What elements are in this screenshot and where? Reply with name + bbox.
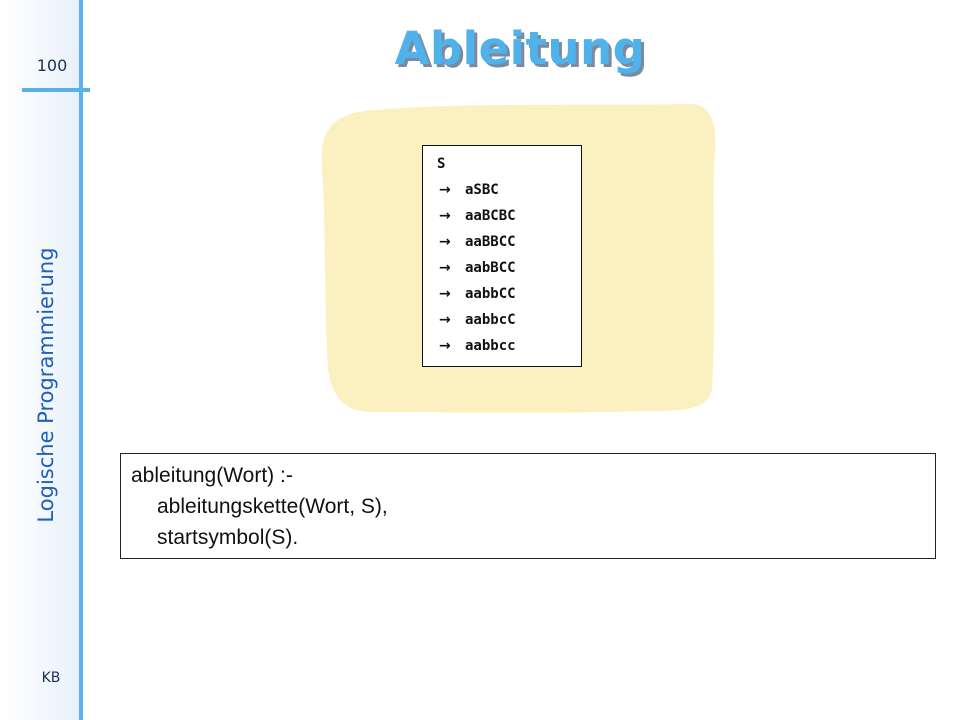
right-arrow-icon: → [439,338,451,354]
sidebar-horizontal-rule [22,88,90,92]
right-arrow-icon: → [439,260,451,276]
derivation-box: S →aSBC →aaBCBC →aaBBCC →aabBCC →aabbCC … [422,145,582,367]
slide-number: 100 [36,56,68,75]
code-line-body: ableitungskette(Wort, S), [157,495,388,518]
derivation-step: →aaBBCC [439,234,516,250]
code-line-body: startsymbol(S). [157,526,299,549]
author-initials: KB [41,670,61,686]
derivation-step: →aSBC [439,182,499,198]
derivation-step: →aabBCC [439,260,516,276]
derivation-step: →aabbCC [439,286,516,302]
right-arrow-icon: → [439,182,451,198]
sidebar [0,0,80,720]
right-arrow-icon: → [439,208,451,224]
slide-title: Ableitung [394,22,646,75]
derivation-step: →aaBCBC [439,208,516,224]
code-line-head: ableitung(Wort) :- [131,464,293,487]
derivation-start: S [437,156,446,172]
prolog-code-box: ableitung(Wort) :- ableitungskette(Wort,… [120,453,936,559]
derivation-step: →aabbcc [439,338,516,354]
right-arrow-icon: → [439,234,451,250]
right-arrow-icon: → [439,312,451,328]
derivation-step: →aabbcC [439,312,516,328]
sidebar-vertical-rule [79,0,83,720]
right-arrow-icon: → [439,286,451,302]
course-title: Logische Programmierung [34,247,58,523]
